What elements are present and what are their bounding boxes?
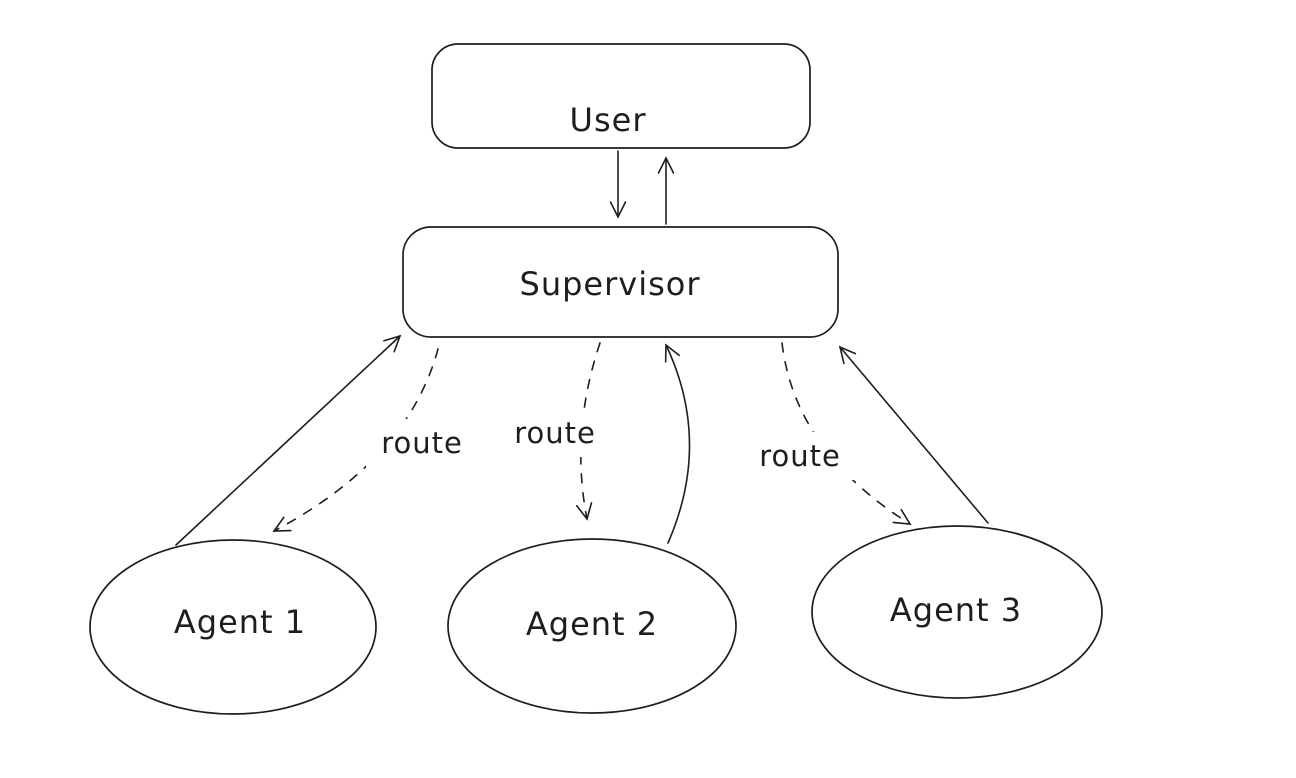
- node-supervisor: [402, 226, 839, 338]
- edge-agent-2-to-supervisor-arrow: [664, 343, 691, 544]
- node-supervisor-label: Supervisor: [520, 265, 701, 303]
- node-user: [431, 43, 811, 149]
- edge-label-background: [366, 419, 480, 467]
- node-agent-3: [811, 525, 1103, 699]
- route-label-3: route: [759, 439, 841, 473]
- edge-agent-3-to-supervisor-arrow: [838, 345, 989, 524]
- node-agent-2: [447, 538, 737, 714]
- edge-agent-1-to-supervisor-arrow: [175, 334, 402, 546]
- route-label-1: route: [381, 426, 463, 460]
- node-user-label: User: [570, 101, 647, 139]
- route-label-2: route: [514, 416, 596, 450]
- node-agent-1-label: Agent 1: [174, 603, 306, 641]
- node-agent-3-label: Agent 3: [890, 591, 1022, 629]
- edge-label-background: [743, 432, 857, 480]
- edge-supervisor-to-agent-2-route-arrow: [575, 342, 601, 521]
- edge-label-background: [498, 409, 612, 457]
- diagram-shapes: [89, 43, 1103, 715]
- node-agent-1: [89, 539, 377, 715]
- diagram-text: User Supervisor Agent 1 Agent 2 Agent 3 …: [174, 101, 1022, 643]
- node-agent-2-label: Agent 2: [526, 605, 658, 643]
- edge-supervisor-to-agent-3-route-arrow: [781, 342, 912, 525]
